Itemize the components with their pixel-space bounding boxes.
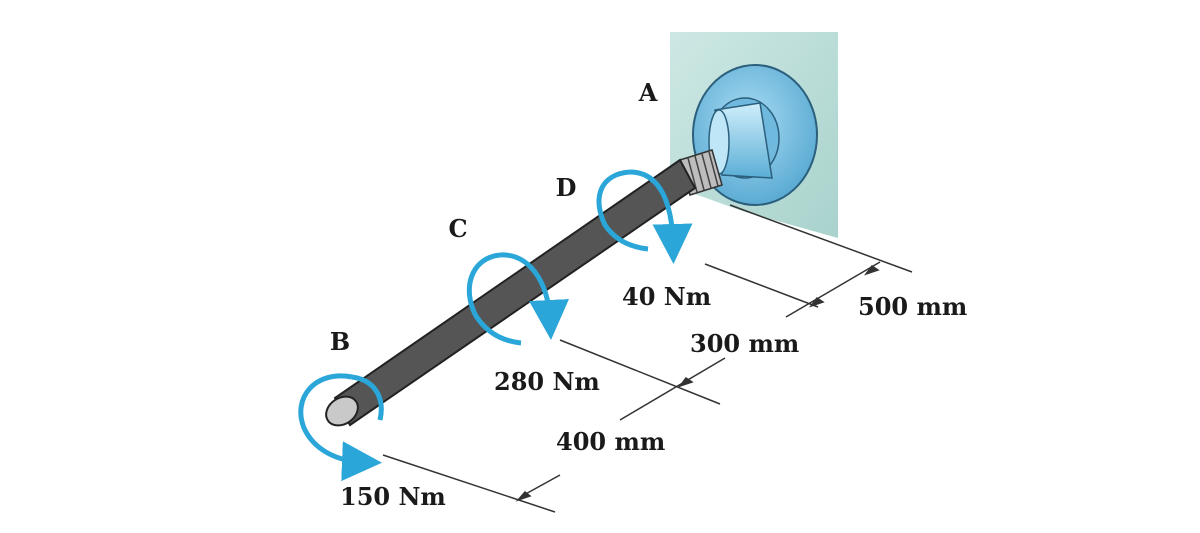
point-label-a: A: [638, 78, 658, 107]
point-label-d: D: [556, 173, 577, 202]
torque-arrow-b: [298, 373, 384, 482]
dimension-label-cd: 300 mm: [690, 329, 799, 358]
dimension-label-da: 500 mm: [858, 292, 967, 321]
torque-arrow-c: [466, 252, 569, 346]
dimension-lines: [382, 204, 913, 513]
point-label-b: B: [330, 327, 350, 356]
dimension-label-bc: 400 mm: [556, 427, 665, 456]
torque-label-d: 40 Nm: [622, 282, 711, 311]
torque-arrow-d: [596, 169, 693, 264]
torque-label-c: 280 Nm: [494, 367, 600, 396]
torque-label-b: 150 Nm: [340, 482, 446, 511]
point-label-c: C: [448, 214, 467, 243]
flange: [692, 64, 818, 206]
